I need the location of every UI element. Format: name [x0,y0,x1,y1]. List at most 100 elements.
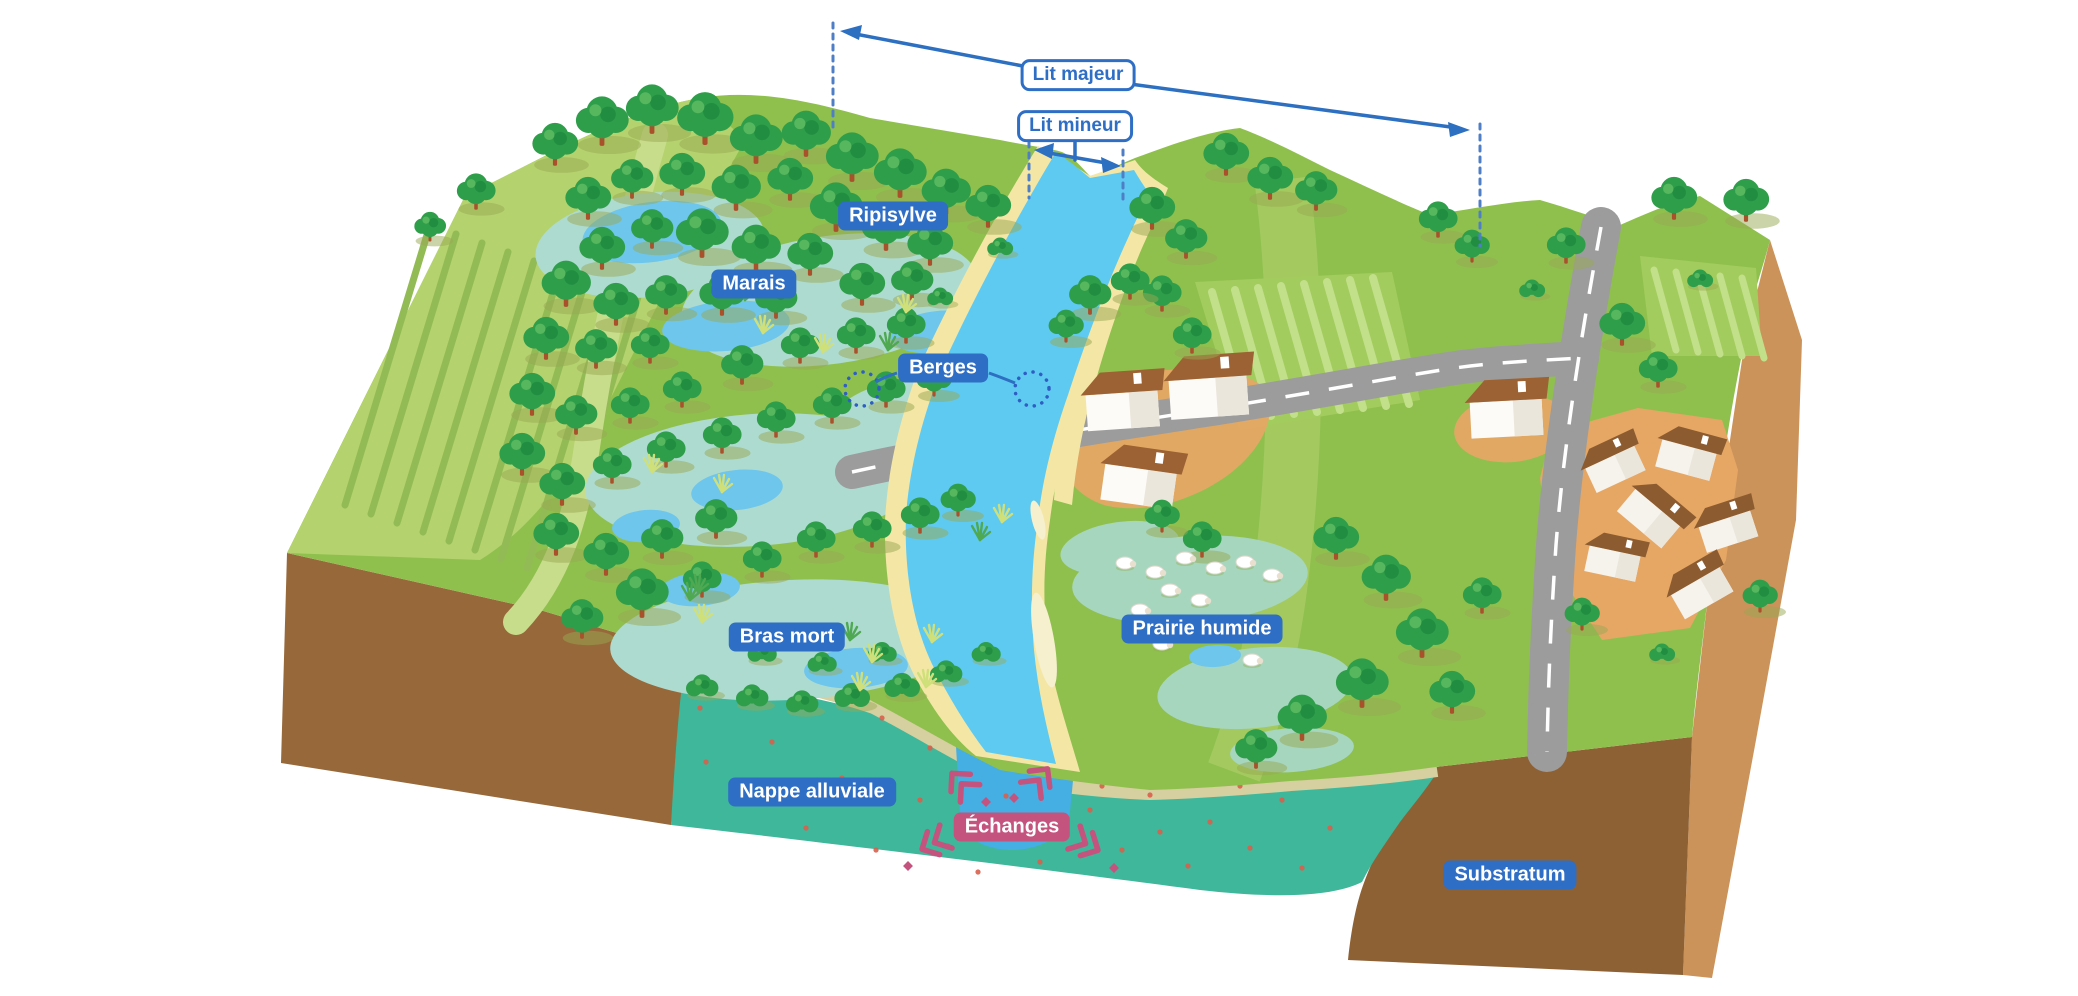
exchange-dot [927,745,933,751]
grass-tuft [850,671,872,692]
tree [1277,694,1339,749]
tree [1651,176,1708,227]
grass-tuft [688,573,710,594]
sheep [1205,561,1227,576]
tree [1172,317,1221,360]
field-stripe [367,230,460,518]
exchange-arrow [1017,766,1053,801]
tree [631,209,684,256]
sheep [1160,583,1182,598]
exchange-dot [697,705,703,711]
tree [796,521,845,564]
tree [610,387,659,430]
tree [593,282,650,333]
tree [1395,608,1461,666]
tree [659,152,716,203]
tree [1203,132,1260,183]
sheep [1262,568,1284,583]
tree [1638,351,1687,394]
bush [807,651,843,676]
label-prairie-humide: Prairie humide [1121,614,1283,644]
tree [787,232,844,283]
label-bras-mort: Bras mort [728,622,846,652]
exchange-dot [1119,847,1125,853]
tree [1564,597,1608,636]
sheep-flock [1115,551,1284,668]
exchange-arrows [903,766,1119,873]
exchange-dot [1327,825,1333,831]
exchange-dot [1299,865,1305,871]
bush [736,684,775,711]
exchange-dot [1157,829,1163,835]
tree [900,497,949,540]
tree [780,327,829,370]
field-stripe [1716,272,1746,360]
field-stripe [393,239,486,527]
tree [1235,729,1288,776]
house [1580,428,1646,493]
tree [677,92,747,154]
tree [891,261,944,308]
exchange-dot [1207,819,1213,825]
grass-tuft [992,503,1014,524]
sheep [1175,551,1197,566]
sheep [1242,653,1264,668]
tree [499,432,556,483]
sheep [1115,556,1137,571]
tree [1454,229,1498,268]
grass-tuft [916,668,938,689]
house [1163,351,1255,420]
exchange-dot [769,739,775,745]
exchange-dot [1279,797,1285,803]
right-side-face [1683,240,1802,978]
tree [1335,658,1401,716]
tree [836,317,885,360]
tree [561,599,614,646]
tree [1110,263,1159,306]
tree [886,307,935,350]
bush [927,287,959,309]
exchange-dot [1087,807,1093,813]
berges-markers [843,370,1051,408]
label-lit-majeur: Lit majeur [1020,59,1136,91]
tree [645,275,698,322]
tree [1723,178,1780,229]
pond [1189,644,1241,668]
tree [965,184,1022,235]
exchange-dot [1037,859,1043,865]
measure-arrow-line [1041,150,1114,166]
bush [686,674,725,701]
exchange-dot [1147,792,1153,798]
tree [583,532,640,583]
tree [630,327,679,370]
tree [575,96,641,154]
field-stripe [1672,268,1702,356]
field-far-right [1650,266,1768,362]
substratum-left-cliff [281,553,690,825]
tree [592,447,641,490]
sheep [1145,565,1167,580]
sheep [1190,593,1212,608]
grass-tuft [753,314,775,335]
grass-tuft [970,521,992,542]
tree [456,173,505,216]
sand-sliver [1030,500,1046,540]
field-stripe [471,266,564,554]
grass-tuft [692,603,714,624]
bush [834,682,878,712]
tree [873,148,939,206]
tree [742,541,791,584]
exchange-dot [975,869,981,875]
tree [1165,219,1218,266]
terrain-top [287,84,1786,791]
house [1693,493,1759,553]
tree [579,226,636,277]
tree [539,462,596,513]
tree [575,329,628,376]
tree [509,372,566,423]
exchange-arrow [919,822,955,858]
arrowhead-icon [840,25,862,40]
tree [767,157,824,208]
tree [1418,201,1467,244]
